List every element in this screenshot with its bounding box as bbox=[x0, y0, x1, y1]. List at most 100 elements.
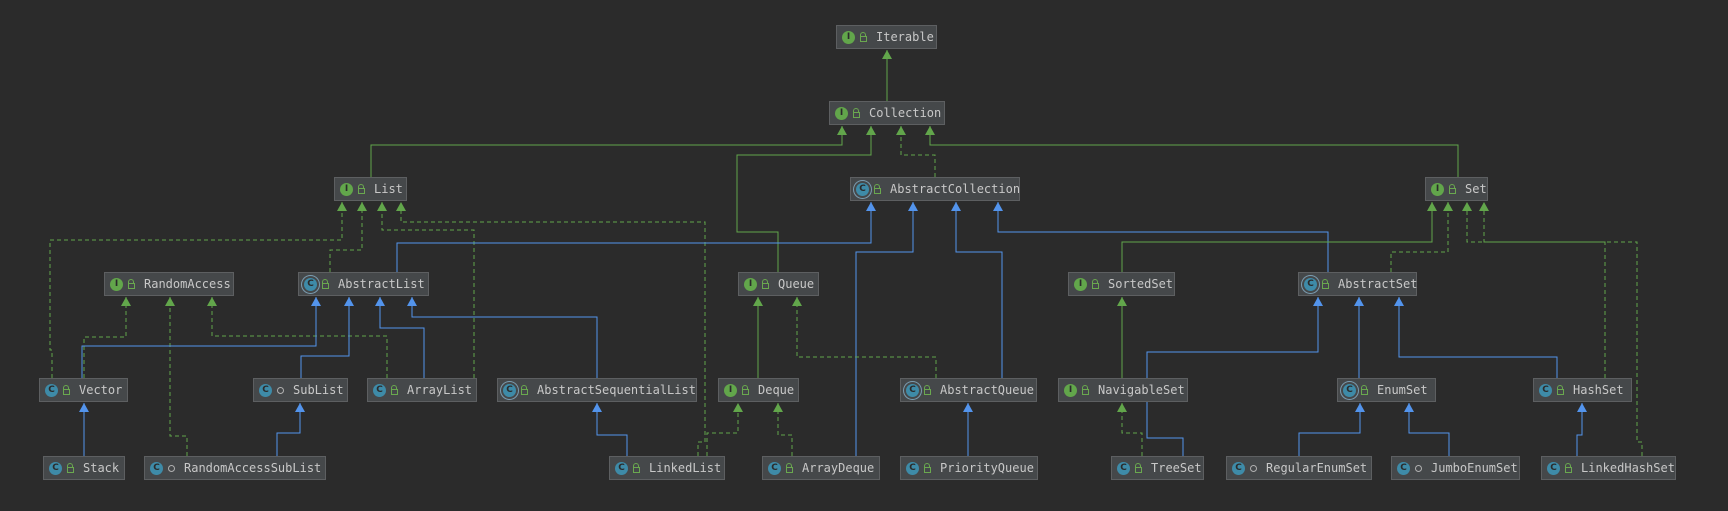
node-label: List bbox=[374, 182, 403, 196]
node-label: NavigableSet bbox=[1098, 383, 1185, 397]
class-icon: C bbox=[49, 461, 62, 475]
arrowhead bbox=[882, 50, 892, 59]
node-linkedlist[interactable]: C LinkedList bbox=[609, 456, 725, 480]
arrowhead bbox=[1313, 297, 1323, 306]
arrowhead bbox=[337, 202, 347, 211]
public-lock-icon bbox=[1320, 279, 1330, 289]
edge-navigableset-to-sortedset bbox=[1117, 297, 1127, 378]
abstract-class-icon: C bbox=[856, 182, 869, 196]
edge-jumboenumset-to-enumset bbox=[1404, 403, 1450, 456]
node-label: PriorityQueue bbox=[940, 461, 1034, 475]
public-lock-icon bbox=[922, 385, 932, 395]
public-lock-icon bbox=[1133, 463, 1143, 473]
edge-queue-to-collection bbox=[736, 126, 876, 272]
node-label: LinkedList bbox=[649, 461, 722, 475]
arrowhead bbox=[1117, 403, 1127, 412]
class-icon: C bbox=[1232, 461, 1245, 475]
arrowhead bbox=[121, 297, 131, 306]
node-label: RandomAccess bbox=[144, 277, 231, 291]
node-label: RegularEnumSet bbox=[1266, 461, 1368, 475]
edge-arraylist-to-list bbox=[377, 202, 475, 378]
edge-arraydeque-to-deque bbox=[773, 403, 793, 456]
edge-abstractqueue-to-queue bbox=[792, 297, 937, 378]
public-lock-icon bbox=[356, 184, 366, 194]
public-lock-icon bbox=[1080, 385, 1090, 395]
public-lock-icon bbox=[1359, 385, 1369, 395]
interface-icon: I bbox=[1431, 182, 1444, 196]
class-icon: C bbox=[615, 461, 628, 475]
arrowhead bbox=[1479, 202, 1489, 211]
arrowhead bbox=[357, 202, 367, 211]
edge-hashset-to-abstractset bbox=[1394, 297, 1558, 378]
edge-abstractset-to-set bbox=[1390, 202, 1453, 272]
edge-linkedlist-to-abstractsequentiallist bbox=[592, 403, 628, 456]
public-lock-icon bbox=[65, 463, 75, 473]
edge-list-to-collection bbox=[370, 126, 847, 177]
edge-treeset-to-navigableset bbox=[1117, 403, 1143, 456]
edge-randomaccesssublist-to-randomaccess bbox=[165, 297, 188, 456]
public-lock-icon bbox=[1090, 279, 1100, 289]
node-label: ArrayList bbox=[407, 383, 473, 397]
package-visibility-icon bbox=[275, 386, 285, 394]
node-label: EnumSet bbox=[1377, 383, 1428, 397]
arrowhead bbox=[908, 202, 918, 211]
class-icon: C bbox=[1397, 461, 1410, 475]
public-lock-icon bbox=[858, 32, 868, 42]
arrowhead bbox=[396, 202, 406, 211]
arrowhead bbox=[733, 403, 743, 412]
edge-linkedlist-to-deque bbox=[706, 403, 743, 456]
public-lock-icon bbox=[740, 385, 750, 395]
edge-collection-to-iterable bbox=[882, 50, 892, 101]
arrowhead bbox=[773, 403, 783, 412]
package-visibility-icon bbox=[1413, 464, 1423, 472]
edge-abstractlist-to-abstractcollection bbox=[396, 202, 876, 272]
package-visibility-icon bbox=[166, 464, 176, 472]
node-regularenumset[interactable]: C RegularEnumSet bbox=[1226, 456, 1372, 480]
edge-vector-to-randomaccess bbox=[83, 297, 131, 378]
class-icon: C bbox=[373, 383, 386, 397]
edge-treeset-to-abstractset bbox=[1146, 297, 1323, 456]
edge-vector-to-abstractlist bbox=[81, 297, 321, 378]
interface-icon: I bbox=[842, 30, 855, 44]
node-arraylist[interactable]: C ArrayList bbox=[367, 378, 477, 402]
arrowhead bbox=[1427, 202, 1437, 211]
node-label: HashSet bbox=[1573, 383, 1624, 397]
arrowhead bbox=[792, 297, 802, 306]
node-label: LinkedHashSet bbox=[1581, 461, 1675, 475]
arrowhead bbox=[375, 297, 385, 306]
public-lock-icon bbox=[1563, 463, 1573, 473]
arrowhead bbox=[951, 202, 961, 211]
node-label: TreeSet bbox=[1151, 461, 1202, 475]
interface-icon: I bbox=[724, 383, 737, 397]
edge-abstractsequentiallist-to-abstractlist bbox=[407, 297, 598, 378]
arrowhead bbox=[295, 403, 305, 412]
edge-randomaccesssublist-to-sublist bbox=[276, 403, 305, 456]
node-label: ArrayDeque bbox=[802, 461, 875, 475]
abstract-class-icon: C bbox=[503, 383, 516, 397]
